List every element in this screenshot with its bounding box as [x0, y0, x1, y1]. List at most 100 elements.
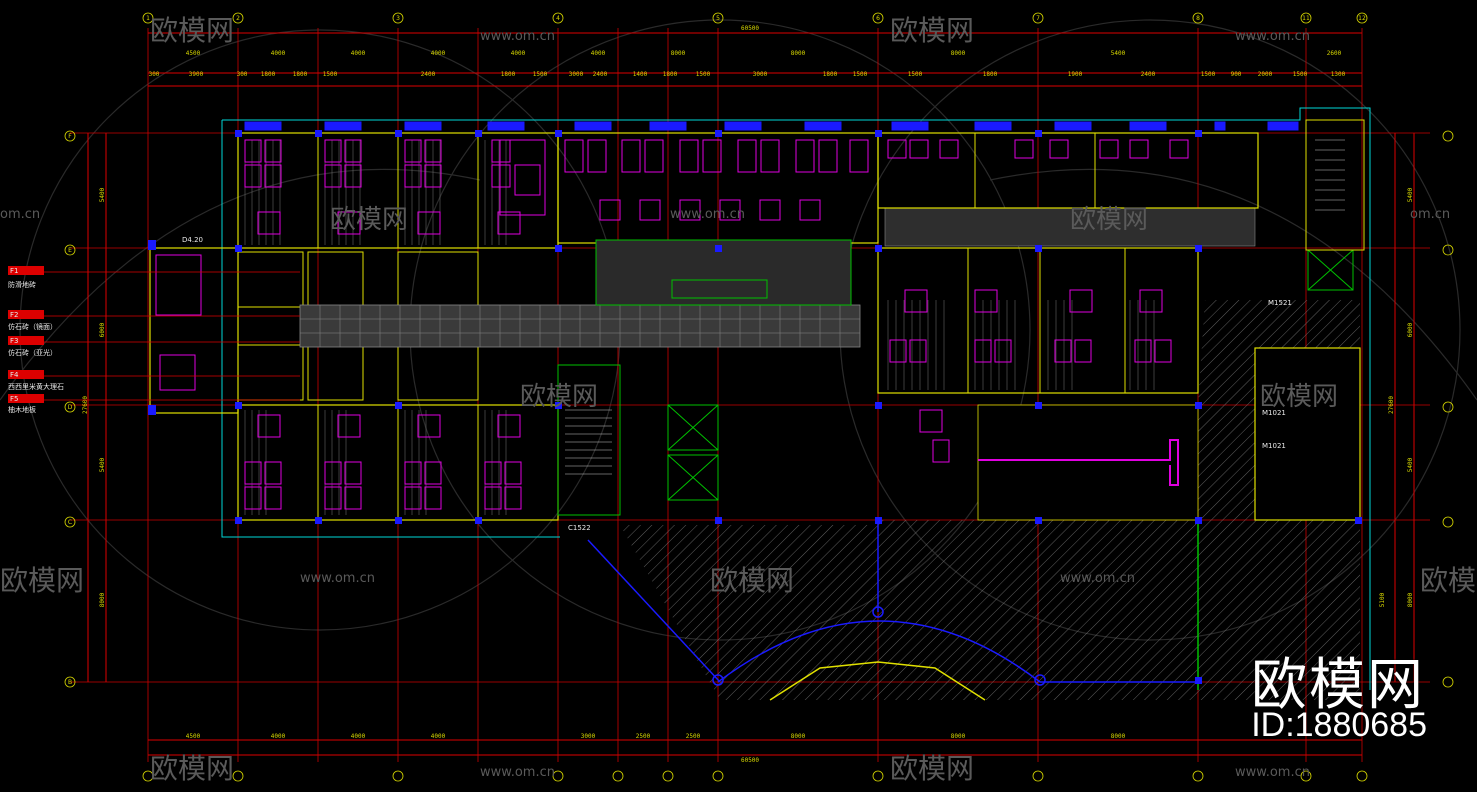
- watermark-url-7: www.om.cn: [1060, 571, 1135, 586]
- watermark-url-3: om.cn: [0, 207, 40, 222]
- legend-text-4: 西西里米黄大理石: [8, 382, 64, 391]
- dim-top-5: 4000: [511, 50, 526, 57]
- axis-left-4: C: [68, 519, 72, 526]
- watermark-logo-7: 欧模网: [0, 564, 84, 597]
- dim-left-total: 27600: [82, 396, 89, 414]
- axis-top-1: 1: [146, 15, 150, 22]
- dim-top2-21: 2400: [1141, 71, 1156, 78]
- dim-top-1: 4500: [186, 50, 201, 57]
- legend-tag-1: F1: [10, 267, 18, 275]
- dim-top2-26: 1300: [1331, 71, 1346, 78]
- door-tag-1: M1521: [1268, 299, 1292, 307]
- dim-bot-7: 2500: [686, 733, 701, 740]
- building-outline: [221, 107, 1371, 690]
- hatched-lobby: [620, 300, 1361, 700]
- dim-top2-4: 1800: [261, 71, 276, 78]
- dim-top2-11: 2400: [593, 71, 608, 78]
- legend-text-3: 仿石砖（亚光）: [8, 348, 57, 357]
- watermark-logo-11: 欧模网: [1420, 564, 1477, 597]
- legend-tag-5: F5: [10, 395, 18, 403]
- watermark-url-5: om.cn: [1410, 207, 1450, 222]
- dim-bottom-row: 4500 4000 4000 4000 3000 2500 2500 8000 …: [186, 733, 1126, 740]
- watermark-logo-5: 欧模网: [520, 382, 598, 412]
- watermark-logo-1: 欧模网: [150, 14, 234, 47]
- axis-top-2: 2: [236, 15, 240, 22]
- dim-left-3: 5400: [99, 457, 106, 472]
- dim-top-row2: 300 3900 300 1800 1800 1500 2400 1800 15…: [149, 71, 1346, 78]
- door-tag-2: M1021: [1262, 409, 1286, 417]
- dim-top2-13: 1800: [663, 71, 678, 78]
- dim-right-col: 5400 6000 5400 8000 27600 5100: [1379, 187, 1414, 607]
- axis-left-5: B: [68, 679, 72, 686]
- axis-left-3: D: [68, 404, 73, 411]
- axis-top-8: 8: [1196, 15, 1200, 22]
- corridor: [299, 207, 1256, 348]
- dim-top-3: 4000: [351, 50, 366, 57]
- dim-left-col: 5400 6000 5400 8000 27600: [82, 187, 106, 607]
- dim-top2-3: 300: [237, 71, 248, 78]
- dim-bot-9: 8000: [951, 733, 966, 740]
- dim-top-4: 4000: [431, 50, 446, 57]
- dim-bottom-total: 60500: [741, 757, 759, 764]
- dim-top-total: 60500: [741, 25, 759, 32]
- dim-left-2: 6000: [99, 322, 106, 337]
- legend-text-1: 防滑地砖: [8, 280, 36, 289]
- door-tag-3: M1021: [1262, 442, 1286, 450]
- watermarks: 欧模网 欧模网 欧模网 欧模网 欧模网 欧模网 欧模网 欧模网 欧模网 欧模网 …: [0, 14, 1477, 785]
- guest-rooms-right: [877, 132, 1259, 463]
- legend-tag-4: F4: [10, 371, 19, 379]
- door-tag-4: C1522: [568, 524, 591, 532]
- watermark-logo-2: 欧模网: [890, 14, 974, 47]
- dim-top-7: 8000: [671, 50, 686, 57]
- watermark-logo-10: 欧模网: [890, 752, 974, 785]
- dim-top2-12: 1400: [633, 71, 648, 78]
- axis-top-9: 11: [1302, 15, 1310, 22]
- dim-top2-7: 2400: [421, 71, 436, 78]
- legend-text-5: 柚木地板: [8, 405, 36, 414]
- dim-top2-25: 1500: [1293, 71, 1308, 78]
- watermark-logo-3: 欧模网: [330, 205, 408, 235]
- dim-top2-18: 1500: [908, 71, 923, 78]
- watermark-logo-4: 欧模网: [1070, 205, 1148, 235]
- dim-top-row: 4500 4000 4000 4000 4000 4000 8000 8000 …: [186, 50, 1342, 57]
- left-wing: [148, 240, 239, 415]
- dim-bot-8: 8000: [791, 733, 806, 740]
- watermark-url-9: www.om.cn: [1235, 765, 1310, 780]
- axis-bubbles-top: [142, 12, 1368, 782]
- axis-numbers-left: F E D C B: [68, 133, 73, 686]
- legend-tag-3: F3: [10, 337, 18, 345]
- axis-top-5: 5: [716, 15, 720, 22]
- dim-top2-15: 3000: [753, 71, 768, 78]
- axis-left-1: F: [68, 133, 72, 140]
- dim-bot-6: 2500: [636, 733, 651, 740]
- dim-right-total: 27600: [1388, 396, 1395, 414]
- axis-numbers-top: 1 2 3 4 5 6 7 8 11 12: [146, 15, 1366, 22]
- dim-right-1: 5400: [1407, 187, 1414, 202]
- entrance-canopy: [587, 520, 1198, 701]
- watermark-url-8: www.om.cn: [480, 765, 555, 780]
- dim-top-2: 4000: [271, 50, 286, 57]
- dim-right-3: 5400: [1407, 457, 1414, 472]
- core-elevators: [557, 119, 1365, 516]
- dim-top-8: 8000: [791, 50, 806, 57]
- dim-right-2: 6000: [1407, 322, 1414, 337]
- watermark-url-6: www.om.cn: [300, 571, 375, 586]
- door-tags: M1521 M1021 M1021 C1522 D4.20: [182, 236, 1292, 532]
- watermark-logo-6: 欧模网: [1260, 382, 1338, 412]
- watermark-url-4: www.om.cn: [670, 207, 745, 222]
- columns: [235, 130, 1362, 684]
- material-legend: F1 防滑地砖 F2 仿石砖（镜面） F3 仿石砖（亚光） F4 西西里米黄大理…: [8, 266, 300, 414]
- watermark-url-2: www.om.cn: [1235, 29, 1310, 44]
- dim-top2-2: 3900: [189, 71, 204, 78]
- dim-top-6: 4000: [591, 50, 606, 57]
- watermark-url-1: www.om.cn: [480, 29, 555, 44]
- dim-top-11: 2600: [1327, 50, 1342, 57]
- axis-left-2: E: [68, 247, 72, 254]
- dim-top2-22: 1500: [1201, 71, 1216, 78]
- dim-top2-9: 1500: [533, 71, 548, 78]
- watermark-logo-9: 欧模网: [150, 752, 234, 785]
- dim-bot-10: 8000: [1111, 733, 1126, 740]
- legend-tag-2: F2: [10, 311, 18, 319]
- dim-top2-16: 1800: [823, 71, 838, 78]
